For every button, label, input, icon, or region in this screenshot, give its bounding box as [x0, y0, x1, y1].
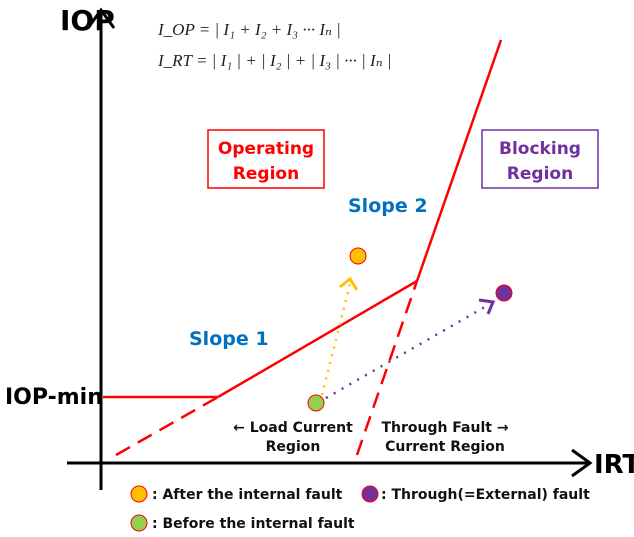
x-axis-arrow-icon: [571, 448, 593, 478]
purple-arrowhead-icon: [478, 298, 496, 315]
y-axis-arrow-icon: [86, 7, 116, 29]
before-internal-fault-point: [307, 394, 325, 412]
blocking-region-label: Region: [507, 164, 573, 184]
legend-before-internal-fault: : Before the internal fault: [152, 516, 355, 532]
load-current-label: Region: [266, 439, 321, 455]
blocking-region-box: [481, 129, 599, 189]
through-fault-label: Through Fault →: [381, 420, 508, 436]
through-fault-label: Current Region: [385, 439, 505, 455]
iop-min-label: IOP-min: [5, 385, 103, 410]
operating-region-box: [207, 129, 325, 189]
slope1-extension: [115, 395, 219, 457]
operating-region-label: Region: [233, 164, 299, 184]
blocking-region-label: Blocking: [499, 139, 581, 159]
slope1-line: [217, 279, 418, 399]
orange-arrowhead-icon: [339, 276, 359, 291]
legend-after-internal-fault: : After the internal fault: [152, 487, 343, 503]
y-axis-label: IOP: [60, 4, 115, 37]
irt-equation: I_RT = | I₁ | + | I₂ | + | I₃ | ··· | Iₙ…: [157, 51, 392, 70]
legend-through-fault: : Through(=External) fault: [381, 487, 590, 503]
slope2-label: Slope 2: [348, 195, 428, 217]
operating-region-label: Operating: [218, 139, 314, 159]
through-fault-trajectory: [325, 302, 491, 400]
slope1-label: Slope 1: [189, 328, 269, 350]
slope2-line: [415, 39, 503, 282]
slope2-extension: [355, 280, 419, 456]
internal-fault-trajectory: [320, 283, 352, 396]
through-fault-point: [495, 284, 513, 302]
after-internal-fault-point: [349, 247, 367, 265]
x-axis-label: IRT: [594, 450, 634, 480]
legend-green-dot-icon: [130, 514, 148, 532]
iop-equation: I_OP = | I₁ + I₂ + I₃ ··· Iₙ |: [157, 20, 341, 39]
legend-orange-dot-icon: [130, 485, 148, 503]
legend-purple-dot-icon: [361, 485, 379, 503]
load-current-label: ← Load Current: [233, 420, 353, 436]
